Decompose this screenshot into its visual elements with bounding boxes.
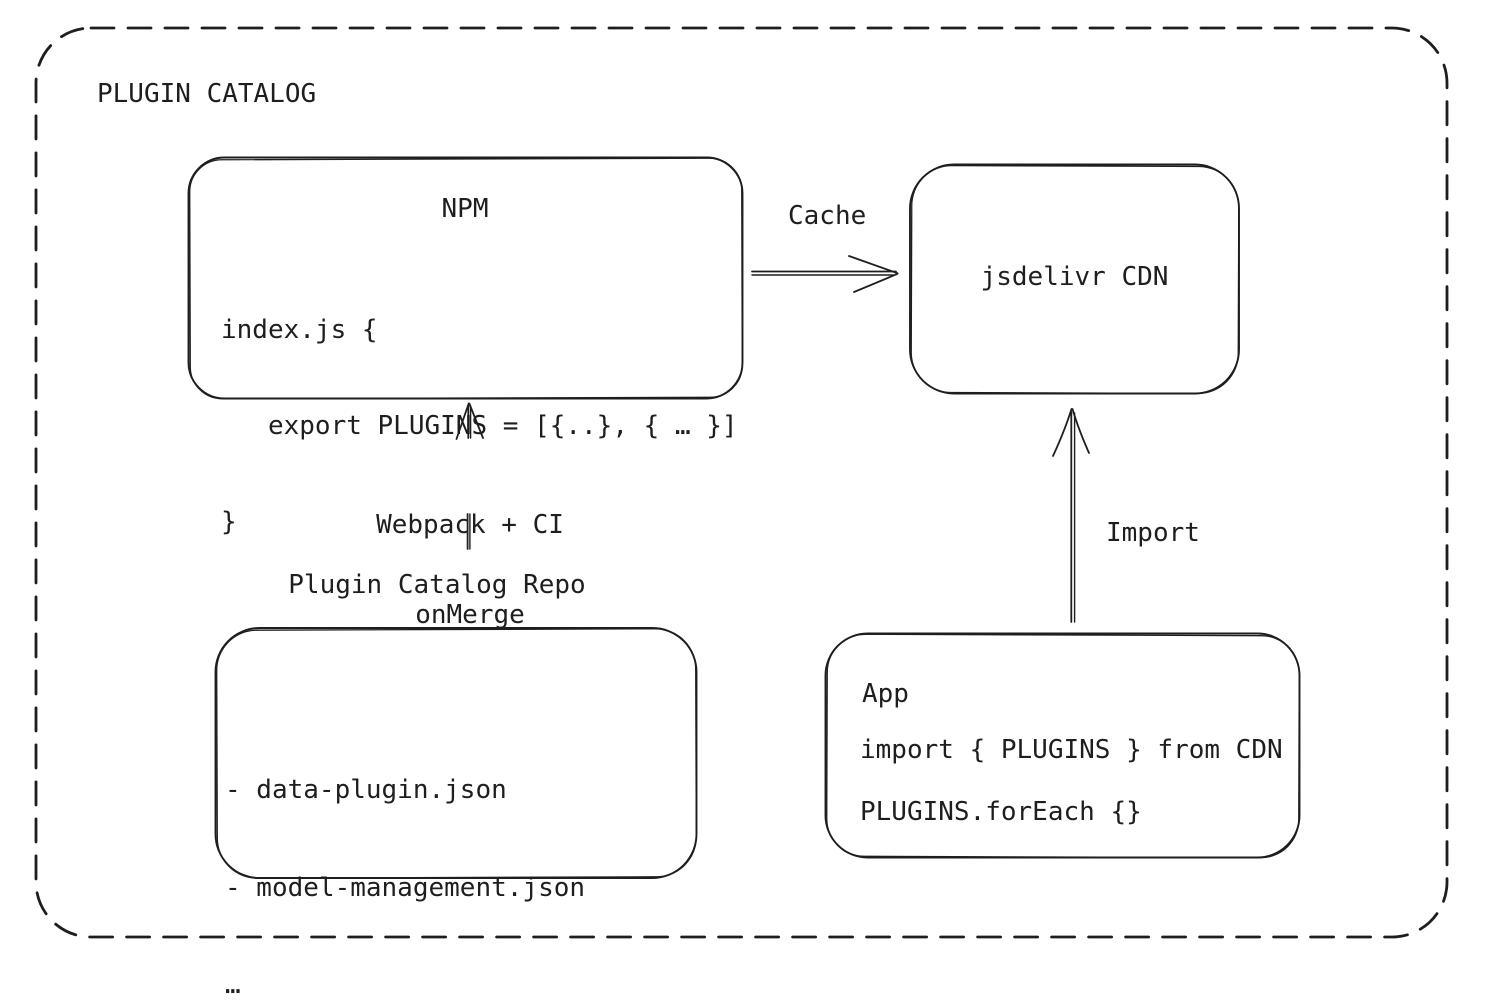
repo-file-item: … — [225, 970, 241, 1000]
npm-box-title: NPM — [441, 194, 489, 224]
npm-code-block: index.js { export PLUGINS = [{..}, { … }… — [221, 250, 738, 602]
repo-box-title: Plugin Catalog Repo — [288, 570, 586, 600]
cdn-box — [909, 163, 1240, 395]
cache-arrow — [751, 255, 899, 293]
cdn-box-title: jsdelivr CDN — [980, 262, 1169, 292]
npm-code-line: index.js { — [221, 315, 378, 345]
app-box — [824, 632, 1301, 859]
npm-code-line: } — [221, 507, 237, 537]
repo-file-list: - data-plugin.json - model-management.js… — [225, 709, 585, 1002]
npm-code-line: export PLUGINS = [{..}, { … }] — [221, 411, 738, 441]
build-arrow — [455, 402, 484, 550]
import-arrow — [1052, 408, 1090, 623]
repo-file-item: - data-plugin.json — [225, 775, 507, 805]
build-arrow-label: Webpack + CI onMerge — [320, 450, 620, 690]
repo-box — [214, 627, 698, 879]
npm-box — [187, 156, 744, 400]
import-arrow-label: Import — [1106, 518, 1200, 548]
repo-file-item: - model-management.json — [225, 872, 586, 903]
catalog-title: PLUGIN CATALOG — [97, 79, 317, 109]
app-box-title: App — [862, 679, 909, 709]
build-arrow-label-line1: Webpack + CI — [376, 510, 564, 540]
catalog-border — [34, 26, 1449, 939]
cache-arrow-label: Cache — [788, 201, 867, 231]
build-arrow-label-line2: onMerge — [415, 600, 525, 630]
app-code-line: import { PLUGINS } from CDN — [860, 735, 1283, 765]
app-code-line: PLUGINS.forEach {} — [860, 797, 1142, 827]
